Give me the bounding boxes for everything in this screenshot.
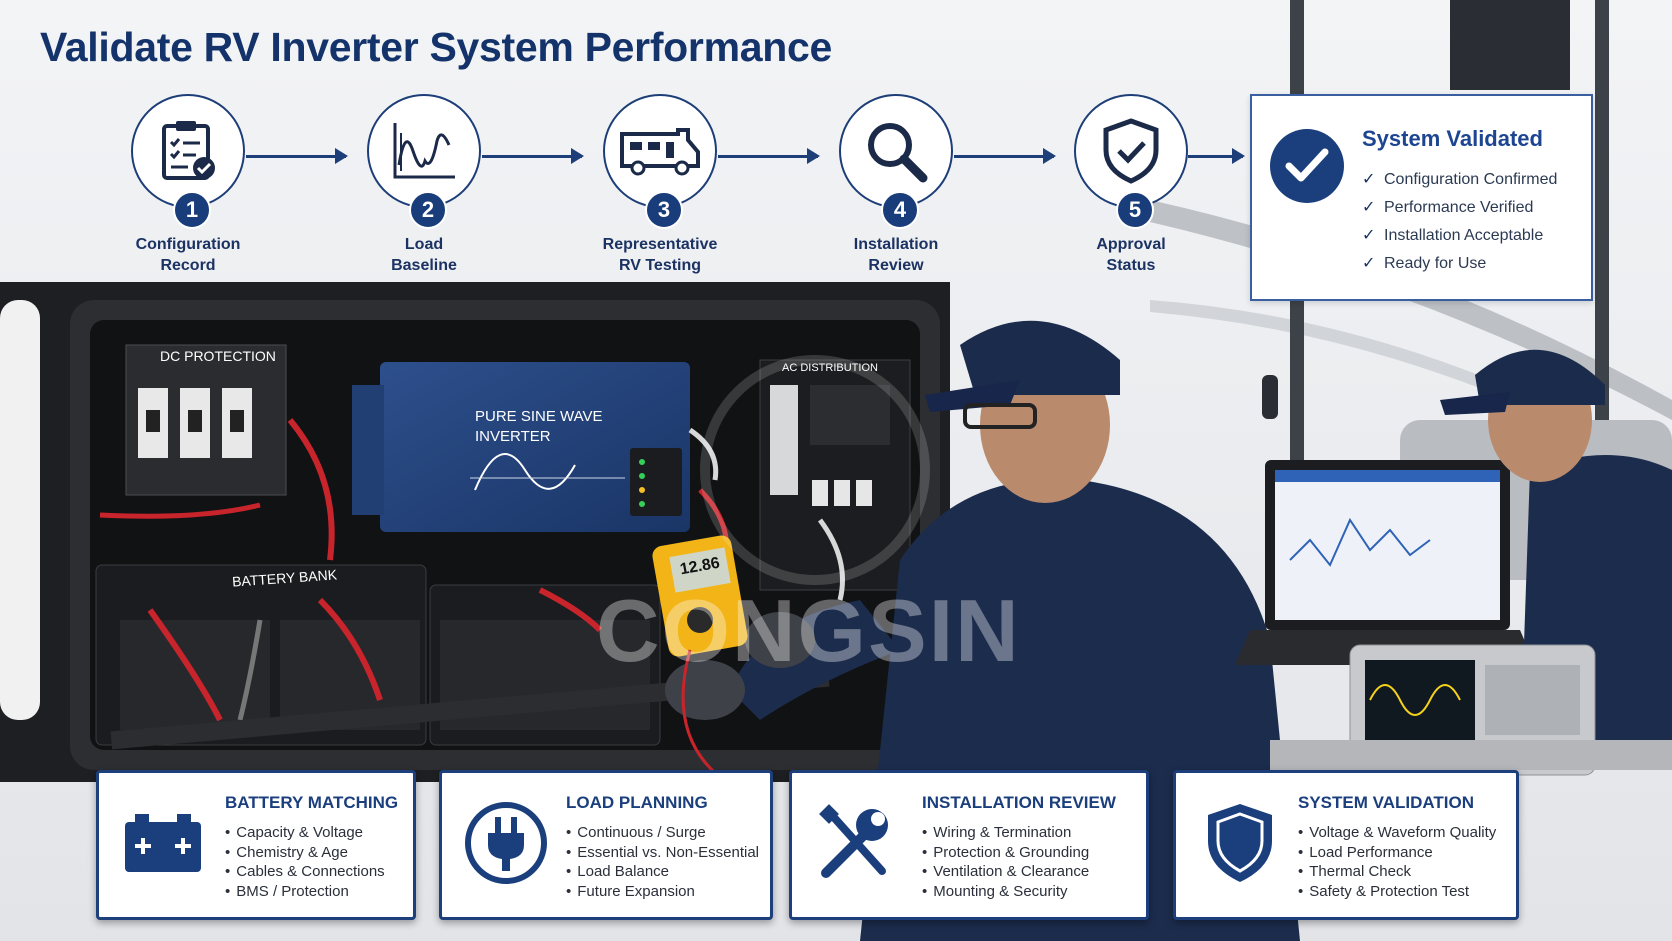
- ac-distribution-label: AC DISTRIBUTION: [782, 362, 878, 374]
- validation-item: ✓ Ready for Use: [1362, 250, 1557, 278]
- step-number: 3: [645, 191, 683, 229]
- card-item: Chemistry & Age: [225, 843, 385, 863]
- card-installation-review: INSTALLATION REVIEW Wiring & Termination…: [789, 770, 1149, 920]
- step-label-line2: Baseline: [391, 257, 457, 274]
- card-item: Safety & Protection Test: [1298, 882, 1496, 902]
- brand-watermark: CONGSIN: [596, 581, 1021, 680]
- dc-protection-label: DC PROTECTION: [160, 348, 276, 364]
- check-icon: ✓: [1362, 255, 1376, 272]
- card-load-planning: LOAD PLANNING Continuous / Surge Essenti…: [439, 770, 773, 920]
- card-item: Protection & Grounding: [922, 843, 1089, 863]
- step-label-line2: Status: [1106, 257, 1156, 274]
- step-label-line1: Approval: [1096, 236, 1166, 253]
- step-number: 2: [409, 191, 447, 229]
- shield-icon: [1190, 793, 1290, 893]
- card-title: BATTERY MATCHING: [225, 793, 399, 812]
- step-arrow: [482, 148, 584, 164]
- card-battery-matching: BATTERY MATCHING Capacity & Voltage Chem…: [96, 770, 416, 920]
- step-label-line2: Record: [160, 257, 216, 274]
- page-title: Validate RV Inverter System Performance: [40, 24, 832, 70]
- step-arrow: [954, 148, 1056, 164]
- card-item: Thermal Check: [1298, 862, 1496, 882]
- card-item: Mounting & Security: [922, 882, 1089, 902]
- check-icon: ✓: [1362, 171, 1376, 188]
- validation-item: ✓ Configuration Confirmed: [1362, 166, 1557, 194]
- system-validated-box: System Validated ✓ Configuration Confirme…: [1250, 94, 1593, 301]
- waveform-graph-icon: [367, 94, 481, 208]
- card-item: Future Expansion: [566, 882, 759, 902]
- wrench-screwdriver-icon: [806, 793, 906, 893]
- card-item: BMS / Protection: [225, 882, 385, 902]
- card-item: Capacity & Voltage: [225, 823, 385, 843]
- validation-item: ✓ Performance Verified: [1362, 194, 1557, 222]
- card-item: Continuous / Surge: [566, 823, 759, 843]
- card-system-validation: SYSTEM VALIDATION Voltage & Waveform Qua…: [1173, 770, 1519, 920]
- step-number: 1: [173, 191, 211, 229]
- card-item: Voltage & Waveform Quality: [1298, 823, 1496, 843]
- card-item: Ventilation & Clearance: [922, 862, 1089, 882]
- step-arrow: [1188, 148, 1245, 164]
- card-list: Voltage & Waveform Quality Load Performa…: [1298, 823, 1496, 901]
- magnifier-icon: [839, 94, 953, 208]
- validation-item: ✓ Installation Acceptable: [1362, 222, 1557, 250]
- inverter-label-line2: INVERTER: [475, 428, 551, 445]
- step-arrow: [246, 148, 348, 164]
- rv-motorhome-icon: [603, 94, 717, 208]
- check-icon: ✓: [1362, 227, 1376, 244]
- step-label-line1: Load: [404, 236, 444, 253]
- power-plug-icon: [456, 793, 556, 893]
- step-label: Representative RV Testing: [570, 234, 750, 276]
- card-title: INSTALLATION REVIEW: [922, 793, 1116, 812]
- step-label-line1: Installation: [853, 236, 939, 253]
- validation-title: System Validated: [1362, 126, 1543, 151]
- card-item: Wiring & Termination: [922, 823, 1089, 843]
- card-item: Load Balance: [566, 862, 759, 882]
- step-label-line2: RV Testing: [618, 257, 702, 274]
- card-title: SYSTEM VALIDATION: [1298, 793, 1474, 812]
- validation-item-text: Installation Acceptable: [1384, 227, 1544, 244]
- card-item: Load Performance: [1298, 843, 1496, 863]
- step-label-line1: Configuration: [135, 236, 241, 253]
- battery-icon: [113, 793, 213, 893]
- step-number: 4: [881, 191, 919, 229]
- checkmark-circle-icon: [1270, 129, 1344, 203]
- card-title: LOAD PLANNING: [566, 793, 708, 812]
- card-list: Wiring & Termination Protection & Ground…: [922, 823, 1089, 901]
- card-list: Capacity & Voltage Chemistry & Age Cable…: [225, 823, 385, 902]
- validation-item-text: Ready for Use: [1384, 255, 1487, 272]
- card-item: Essential vs. Non-Essential: [566, 843, 759, 863]
- step-label-line2: Review: [868, 257, 924, 274]
- check-icon: ✓: [1362, 199, 1376, 216]
- inverter-label-line1: PURE SINE WAVE: [475, 408, 603, 425]
- validation-list: ✓ Configuration Confirmed ✓ Performance Ve…: [1362, 166, 1557, 278]
- card-list: Continuous / Surge Essential vs. Non-Ess…: [566, 823, 759, 901]
- step-number: 5: [1116, 191, 1154, 229]
- validation-item-text: Performance Verified: [1384, 199, 1534, 216]
- step-label-line1: Representative: [602, 236, 718, 253]
- step-arrow: [718, 148, 820, 164]
- card-item: Cables & Connections: [225, 862, 384, 882]
- validation-item-text: Configuration Confirmed: [1384, 171, 1558, 188]
